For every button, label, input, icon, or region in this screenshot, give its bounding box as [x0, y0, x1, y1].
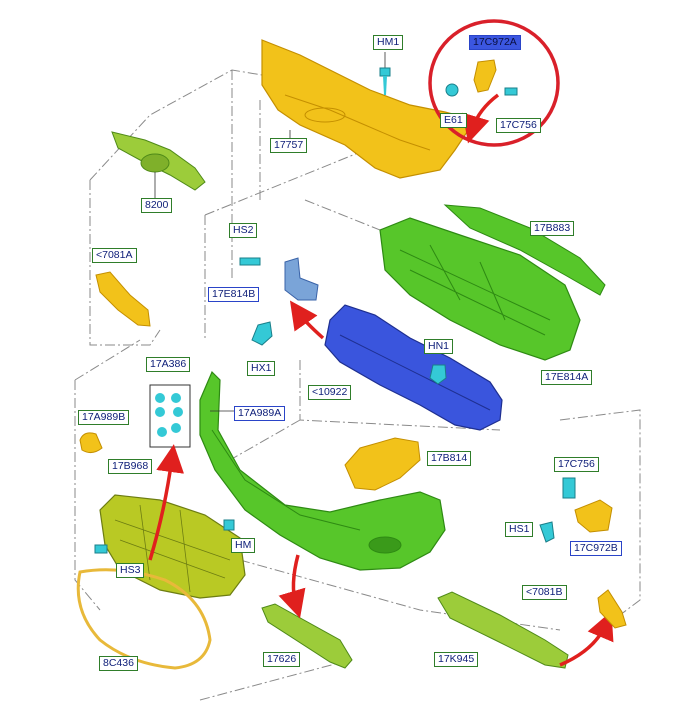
label-17c972b: 17C972B — [570, 541, 622, 556]
label-hs1: HS1 — [505, 522, 534, 537]
grille-surround-part — [76, 568, 212, 670]
bracket-17b814-part — [344, 437, 421, 491]
label-10922: <10922 — [308, 385, 352, 400]
label-17a386: 17A386 — [146, 357, 191, 372]
arrow-17c972a — [462, 93, 500, 144]
label-17c756-right: 17C756 — [554, 457, 599, 472]
label-hm1: HM1 — [373, 35, 404, 50]
label-17626: 17626 — [263, 652, 301, 667]
label-17a989a: 17A989A — [234, 406, 286, 421]
arrow-17e814b — [289, 300, 325, 340]
bumper-cover-part — [199, 370, 446, 571]
bracket-7081b-part — [597, 589, 627, 629]
label-17e814a: 17E814A — [541, 370, 593, 385]
label-17b814: 17B814 — [427, 451, 472, 466]
clip-hm1-fastener — [379, 52, 391, 95]
upper-bumper-cover-part — [261, 39, 476, 179]
label-17k945: 17K945 — [434, 652, 479, 667]
label-7081a: <7081A — [92, 248, 137, 263]
upper-grille-part — [111, 131, 206, 198]
label-7081b: <7081B — [522, 585, 567, 600]
label-8c436: 8C436 — [99, 656, 138, 671]
bracket-17c972b-part — [539, 477, 613, 543]
label-hm: HM — [231, 538, 256, 553]
arrow-7081b — [559, 611, 614, 667]
label-hs3: HS3 — [116, 563, 145, 578]
label-8200: 8200 — [141, 198, 173, 213]
highlight-circle — [428, 19, 560, 147]
grille-reinforcement-part — [379, 204, 606, 361]
bracket-17e814b-part — [239, 257, 319, 301]
arrow-17626 — [278, 554, 306, 619]
label-17b883: 17B883 — [530, 221, 575, 236]
fastener-hm — [223, 519, 235, 531]
arrow-17b968 — [148, 444, 185, 561]
label-hn1: HN1 — [424, 339, 454, 354]
label-17c756-top: 17C756 — [496, 118, 541, 133]
label-hx1: HX1 — [247, 361, 276, 376]
cover-17a989b-part — [79, 432, 103, 454]
bracket-17c972a-part — [445, 59, 518, 97]
label-e61: E61 — [440, 113, 467, 128]
clip-kit-part — [149, 384, 191, 448]
clip-hn1 — [429, 364, 447, 385]
bracket-7081a-part — [95, 271, 151, 327]
fastener-hx1 — [251, 321, 273, 346]
impact-absorber-part — [324, 304, 503, 431]
label-17757: 17757 — [270, 138, 308, 153]
label-17c972a: 17C972A — [469, 35, 521, 50]
label-17e814b: 17E814B — [208, 287, 260, 302]
label-17a989b: 17A989B — [78, 410, 130, 425]
fastener-hs3 — [94, 544, 108, 554]
label-17b968: 17B968 — [108, 459, 153, 474]
label-hs2: HS2 — [229, 223, 258, 238]
